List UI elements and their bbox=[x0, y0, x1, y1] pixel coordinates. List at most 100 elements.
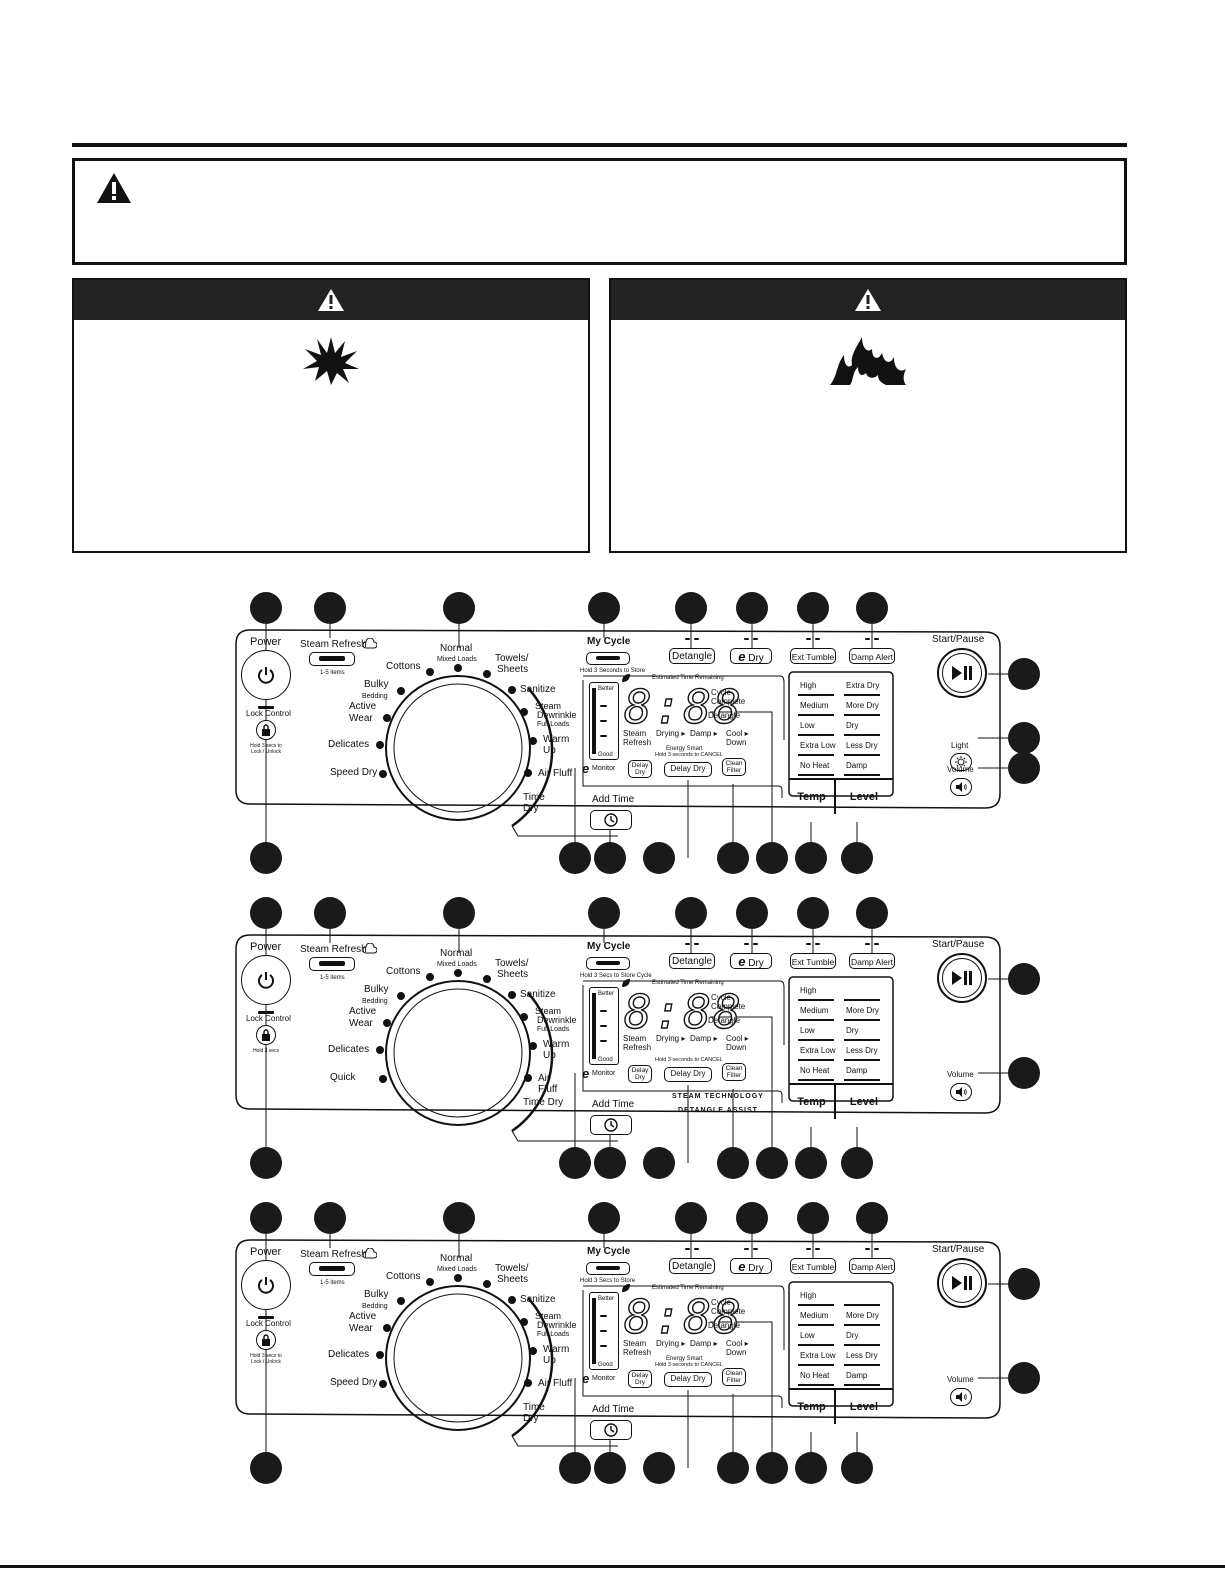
cycle-air-fluff[interactable]: Air Fluff bbox=[538, 768, 573, 779]
power-button[interactable] bbox=[241, 1260, 291, 1310]
cycle-option-3[interactable]: Delicates bbox=[328, 739, 370, 750]
level-indicator bbox=[844, 754, 880, 756]
ext-tumble-button[interactable]: Ext Tumble bbox=[790, 1258, 836, 1274]
cycle-option-2[interactable]: Active bbox=[349, 1006, 377, 1017]
cycle-air-fluff[interactable]: Air Fluff bbox=[538, 1378, 573, 1389]
steam-refresh-button[interactable] bbox=[309, 1262, 355, 1276]
damp-alert-button[interactable]: Damp Alert bbox=[849, 648, 895, 664]
cycle-towels[interactable]: Towels/ bbox=[495, 1263, 529, 1274]
detangle-button[interactable]: Detangle bbox=[669, 648, 715, 664]
cycle-selector-dial[interactable] bbox=[394, 1294, 522, 1422]
detangle-button[interactable]: Detangle bbox=[669, 953, 715, 969]
volume-button[interactable] bbox=[950, 1083, 972, 1101]
cycle-steam-dewrinkle[interactable]: Steam bbox=[535, 701, 562, 711]
cycle-time-dry[interactable]: Time Dry bbox=[523, 1097, 564, 1108]
option-indicator bbox=[685, 638, 690, 640]
add-time-button[interactable] bbox=[590, 810, 632, 830]
cycle-selector-dial[interactable] bbox=[394, 989, 522, 1117]
cycle-option-4[interactable]: Quick bbox=[330, 1072, 356, 1083]
cycle-indicator bbox=[383, 1324, 391, 1332]
detangle-button[interactable]: Detangle bbox=[669, 1258, 715, 1274]
explosion-warning-bar bbox=[74, 280, 588, 320]
cycle-normal[interactable]: Normal bbox=[440, 1253, 473, 1264]
volume-button[interactable] bbox=[950, 778, 972, 796]
edry-button[interactable]: e Dry bbox=[730, 648, 772, 664]
lock-control-button[interactable] bbox=[256, 1330, 276, 1350]
my-cycle-button[interactable] bbox=[586, 957, 630, 970]
cycle-option-3[interactable]: Delicates bbox=[328, 1044, 370, 1055]
cycle-option-1[interactable]: Bulky bbox=[364, 1289, 389, 1300]
add-time-button[interactable] bbox=[590, 1420, 632, 1440]
time-dry-line2: Dry bbox=[523, 803, 539, 814]
cycle-normal[interactable]: Normal bbox=[440, 643, 473, 654]
steam-refresh-button[interactable] bbox=[309, 652, 355, 666]
start-pause-button[interactable] bbox=[937, 1258, 987, 1308]
cycle-towels[interactable]: Towels/ bbox=[495, 958, 529, 969]
delay-dry-button[interactable]: Delay Dry bbox=[664, 1067, 712, 1082]
cycle-option-0[interactable]: Cottons bbox=[386, 966, 421, 977]
cycle-warm-up[interactable]: Warm bbox=[543, 1344, 570, 1355]
volume-button[interactable] bbox=[950, 1388, 972, 1406]
cycle-selector-dial[interactable] bbox=[394, 684, 522, 812]
emonitor-tick bbox=[600, 1040, 607, 1042]
cycle-option-1[interactable]: Bulky bbox=[364, 984, 389, 995]
delay-dry-button[interactable]: Delay Dry bbox=[664, 762, 712, 777]
temp-button[interactable]: Temp bbox=[797, 1096, 826, 1108]
edry-button[interactable]: e Dry bbox=[730, 953, 772, 969]
damp-alert-button[interactable]: Damp Alert bbox=[849, 953, 895, 969]
option-indicator bbox=[694, 943, 699, 945]
temp-indicator bbox=[798, 734, 834, 736]
my-cycle-button[interactable] bbox=[586, 652, 630, 665]
edry-button[interactable]: e Dry bbox=[730, 1258, 772, 1274]
lock-icon bbox=[262, 1334, 270, 1346]
add-time-button[interactable] bbox=[590, 1115, 632, 1135]
level-button[interactable]: Level bbox=[849, 1096, 879, 1108]
option-indicator bbox=[874, 638, 879, 640]
callout-marker bbox=[856, 592, 888, 624]
cycle-warm-up[interactable]: Warm bbox=[543, 734, 570, 745]
cycle-option-0[interactable]: Cottons bbox=[386, 661, 421, 672]
cycle-air-fluff[interactable]: Air bbox=[538, 1073, 551, 1084]
damp-alert-button[interactable]: Damp Alert bbox=[849, 1258, 895, 1274]
delay-dry-button[interactable]: Delay Dry bbox=[664, 1372, 712, 1387]
lock-icon bbox=[262, 1029, 270, 1041]
ext-tumble-button[interactable]: Ext Tumble bbox=[790, 648, 836, 664]
power-button[interactable] bbox=[241, 955, 291, 1005]
cycle-towels[interactable]: Towels/ bbox=[495, 653, 529, 664]
cycle-option-0[interactable]: Cottons bbox=[386, 1271, 421, 1282]
cycle-sanitize[interactable]: Sanitize bbox=[520, 1294, 556, 1305]
temp-button[interactable]: Temp bbox=[797, 791, 826, 803]
cycle-option-1[interactable]: Bulky bbox=[364, 679, 389, 690]
cycle-steam-dewrinkle[interactable]: Steam bbox=[535, 1311, 562, 1321]
lock-control-button[interactable] bbox=[256, 720, 276, 740]
warm-up-line2: Up bbox=[543, 1050, 556, 1061]
level-button[interactable]: Level bbox=[849, 791, 879, 803]
cycle-normal[interactable]: Normal bbox=[440, 948, 473, 959]
cycle-sanitize[interactable]: Sanitize bbox=[520, 989, 556, 1000]
lock-control-button[interactable] bbox=[256, 1025, 276, 1045]
cycle-sanitize[interactable]: Sanitize bbox=[520, 684, 556, 695]
temp-button[interactable]: Temp bbox=[797, 1401, 826, 1413]
my-cycle-button[interactable] bbox=[586, 1262, 630, 1275]
start-pause-button[interactable] bbox=[937, 648, 987, 698]
cycle-option-2[interactable]: Active bbox=[349, 1311, 377, 1322]
emonitor-bar bbox=[592, 993, 596, 1059]
cycle-option-2[interactable]: Active bbox=[349, 701, 377, 712]
steam-refresh-button[interactable] bbox=[309, 957, 355, 971]
cycle-option-3[interactable]: Delicates bbox=[328, 1349, 370, 1360]
cycle-option-4[interactable]: Speed Dry bbox=[330, 1377, 378, 1388]
cycle-option-4[interactable]: Speed Dry bbox=[330, 767, 378, 778]
cycle-time-dry[interactable]: Time bbox=[523, 1402, 545, 1413]
cycle-warm-up[interactable]: Warm bbox=[543, 1039, 570, 1050]
power-button[interactable] bbox=[241, 650, 291, 700]
start-pause-button[interactable] bbox=[937, 953, 987, 1003]
option-indicator bbox=[744, 1248, 749, 1250]
level-button[interactable]: Level bbox=[849, 1401, 879, 1413]
cycle-steam-dewrinkle[interactable]: Steam bbox=[535, 1006, 562, 1016]
lock-control-label: Lock Control bbox=[246, 1319, 291, 1328]
light-button[interactable] bbox=[950, 753, 972, 771]
cycle-time-dry[interactable]: Time bbox=[523, 792, 545, 803]
ext-tumble-button[interactable]: Ext Tumble bbox=[790, 953, 836, 969]
